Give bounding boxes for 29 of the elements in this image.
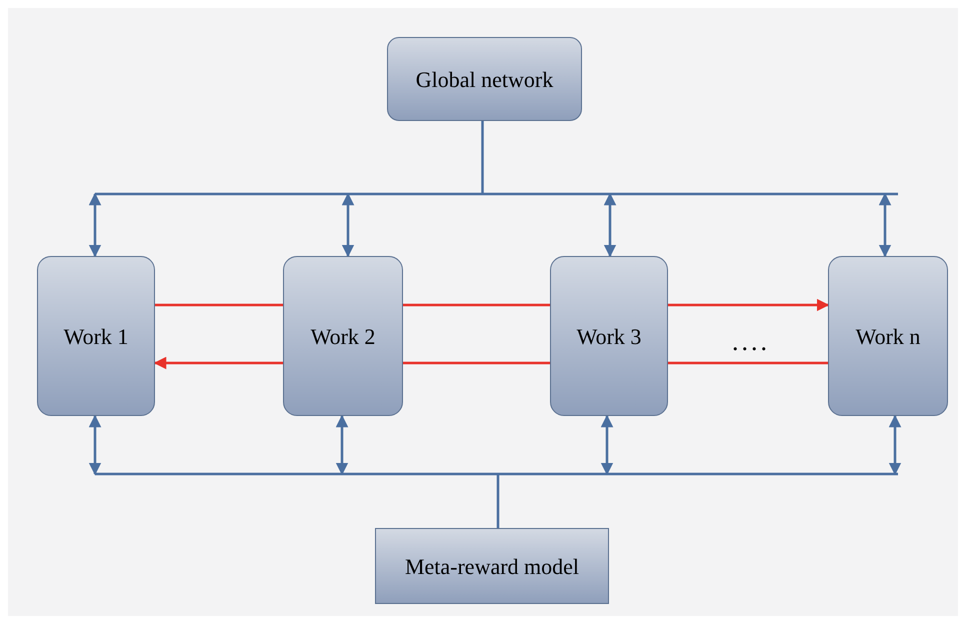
connector-line — [155, 304, 283, 306]
node-label: Work 1 — [64, 322, 128, 350]
ellipsis-label: .... — [732, 326, 770, 358]
node-label: Work 3 — [576, 322, 642, 350]
worker-box — [828, 256, 948, 416]
node-label: Work n — [856, 322, 920, 350]
bus-line — [94, 120, 900, 196]
connector-line — [403, 304, 550, 306]
double-arrow — [88, 414, 102, 476]
node-label: Global network — [416, 66, 554, 94]
process-box — [375, 528, 609, 604]
double-arrow — [88, 192, 102, 258]
node-label: Work 2 — [310, 322, 376, 350]
connector-line — [668, 362, 828, 364]
double-arrow — [600, 414, 614, 476]
arrow — [154, 356, 283, 370]
node-label: Meta-reward model — [404, 552, 580, 580]
arrow — [668, 298, 830, 312]
connector-line — [403, 362, 550, 364]
process-box — [387, 37, 582, 121]
double-arrow — [878, 192, 892, 258]
double-arrow — [342, 192, 354, 258]
double-arrow — [888, 414, 902, 476]
double-arrow — [336, 414, 348, 476]
worker-box — [550, 256, 668, 416]
bus-line — [94, 472, 900, 530]
worker-box — [283, 256, 403, 416]
double-arrow — [604, 192, 616, 258]
worker-box — [37, 256, 155, 416]
